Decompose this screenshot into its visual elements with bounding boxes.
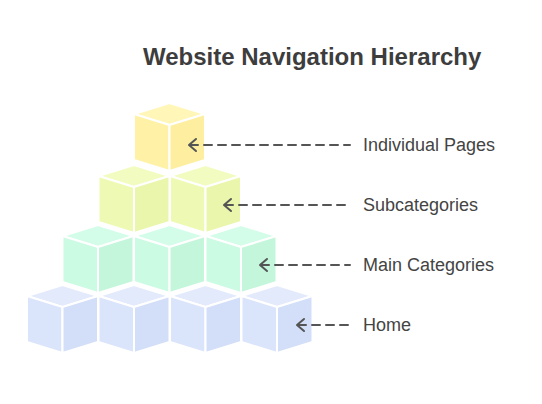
cube-pyramid xyxy=(27,103,313,353)
cube-face xyxy=(63,296,99,353)
arrow-head xyxy=(260,259,267,271)
cube-face xyxy=(134,236,170,293)
cube-face xyxy=(170,176,206,233)
leader-line xyxy=(298,324,350,326)
cube-face xyxy=(206,296,242,353)
cube-face xyxy=(170,296,206,353)
leader-lines xyxy=(189,139,350,331)
arrow-head xyxy=(189,139,196,151)
cube-face xyxy=(134,296,170,353)
diagram-title: Website Navigation Hierarchy xyxy=(143,43,481,71)
cube-face xyxy=(242,296,278,353)
cube-face xyxy=(206,176,242,233)
cube-face xyxy=(206,236,242,293)
cube-face xyxy=(99,176,135,233)
leader-line xyxy=(225,204,350,206)
level-label: Subcategories xyxy=(363,195,478,216)
cube-face xyxy=(98,236,134,293)
cube-face xyxy=(27,296,63,353)
cube-face xyxy=(99,296,135,353)
cube-face xyxy=(134,114,170,171)
leader-line xyxy=(190,144,350,146)
cube-face xyxy=(134,176,170,233)
leader-line xyxy=(261,264,350,266)
arrow-head xyxy=(224,199,231,211)
level-label: Home xyxy=(363,315,411,336)
cube-face xyxy=(170,236,206,293)
cube-face xyxy=(277,296,313,353)
level-label: Individual Pages xyxy=(363,135,495,156)
cube-face xyxy=(170,114,206,171)
arrow-head xyxy=(297,319,304,331)
cube-face xyxy=(241,236,277,293)
level-label: Main Categories xyxy=(363,255,494,276)
cube-face xyxy=(63,236,99,293)
